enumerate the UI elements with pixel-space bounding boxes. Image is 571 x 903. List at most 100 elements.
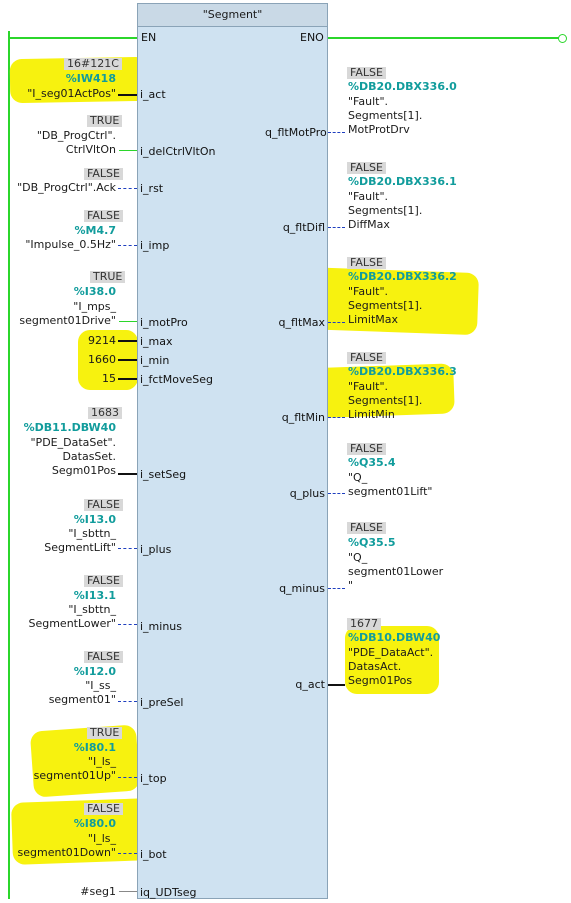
- symbol[interactable]: segment01": [48, 693, 116, 706]
- function-block[interactable]: [137, 3, 328, 899]
- symbol[interactable]: Segments[1].: [348, 204, 423, 217]
- pin-i-min: i_min: [140, 354, 170, 367]
- constant-value[interactable]: 9214: [88, 334, 116, 347]
- address: %I12.0: [73, 665, 116, 678]
- wire: [328, 132, 345, 133]
- address: %I13.1: [73, 589, 116, 602]
- value-badge: 16#121C: [64, 58, 122, 70]
- symbol[interactable]: Segments[1].: [348, 299, 423, 312]
- symbol[interactable]: segment01Lower: [348, 565, 444, 578]
- symbol[interactable]: "DB_ProgCtrl".Ack: [17, 181, 116, 194]
- wire: [118, 378, 137, 380]
- address: %Q35.5: [348, 536, 396, 549]
- symbol[interactable]: "Q_: [348, 551, 368, 564]
- wire: [328, 417, 345, 418]
- symbol[interactable]: "I_ls_: [87, 755, 116, 768]
- symbol[interactable]: LimitMin: [348, 408, 395, 421]
- pin-q-minus: q_minus: [279, 582, 325, 595]
- address: %I80.0: [73, 817, 116, 830]
- wire: [118, 853, 137, 854]
- wire: [118, 94, 137, 96]
- pin-i-plus: i_plus: [140, 543, 172, 556]
- wire: [118, 245, 137, 246]
- symbol[interactable]: DiffMax: [348, 218, 390, 231]
- address: %I38.0: [73, 285, 116, 298]
- symbol[interactable]: CtrlVltOn: [65, 143, 116, 156]
- symbol[interactable]: Segm01Pos: [51, 464, 116, 477]
- wire: [118, 624, 137, 625]
- eno-pin: ENO: [300, 31, 324, 44]
- address: %M4.7: [74, 224, 116, 237]
- pin-q-fltmax: q_fltMax: [278, 316, 325, 329]
- address: %Q35.4: [348, 456, 396, 469]
- address: %DB20.DBX336.0: [348, 80, 457, 93]
- value-badge: FALSE: [84, 499, 123, 511]
- pin-iq-udtseg: iq_UDTseg: [140, 886, 197, 899]
- value-badge: FALSE: [347, 352, 386, 364]
- pin-i-imp: i_imp: [140, 239, 170, 252]
- wire: [118, 548, 137, 549]
- address: %I13.0: [73, 513, 116, 526]
- symbol[interactable]: "PDE_DataAct".: [348, 646, 434, 659]
- value-badge: FALSE: [84, 168, 123, 180]
- symbol[interactable]: segment01Up": [33, 769, 116, 782]
- address: %DB11.DBW40: [23, 421, 116, 434]
- symbol[interactable]: "Fault".: [348, 380, 389, 393]
- value-badge: TRUE: [90, 271, 126, 283]
- pin-i-act: i_act: [140, 88, 166, 101]
- wire: [119, 321, 137, 322]
- wire: [118, 188, 137, 189]
- symbol[interactable]: DatasSet.: [62, 450, 116, 463]
- symbol[interactable]: "I_ss_: [85, 679, 116, 692]
- symbol[interactable]: "Fault".: [348, 95, 389, 108]
- symbol[interactable]: MotProtDrv: [348, 123, 410, 136]
- value-badge: FALSE: [84, 210, 123, 222]
- symbol[interactable]: "I_sbttn_: [68, 527, 116, 540]
- symbol[interactable]: #seg1: [80, 885, 116, 898]
- wire: [118, 777, 137, 778]
- wire: [328, 588, 345, 589]
- pin-i-minus: i_minus: [140, 620, 183, 633]
- symbol[interactable]: "I_mps_: [73, 300, 116, 313]
- symbol[interactable]: "DB_ProgCtrl".: [36, 129, 116, 142]
- pin-q-fltdifl: q_fltDifl: [282, 221, 325, 234]
- pin-i-fctmoveseg: i_fctMoveSeg: [140, 373, 214, 386]
- pin-i-motpro: i_motPro: [140, 316, 188, 329]
- value-badge: FALSE: [84, 651, 123, 663]
- symbol[interactable]: LimitMax: [348, 313, 399, 326]
- symbol[interactable]: ": [348, 579, 354, 592]
- pin-i-top: i_top: [140, 772, 167, 785]
- address: %DB20.DBX336.1: [348, 175, 457, 188]
- symbol[interactable]: Segm01Pos: [348, 674, 413, 687]
- constant-value[interactable]: 15: [102, 372, 116, 385]
- wire: [328, 322, 345, 323]
- value-badge: FALSE: [347, 67, 386, 79]
- constant-value[interactable]: 1660: [88, 353, 116, 366]
- block-title: "Segment": [137, 3, 328, 27]
- pin-i-bot: i_bot: [140, 848, 167, 861]
- symbol[interactable]: "Impulse_0.5Hz": [25, 238, 116, 251]
- symbol[interactable]: segment01Lift": [348, 485, 433, 498]
- symbol[interactable]: Segments[1].: [348, 109, 423, 122]
- symbol[interactable]: Segments[1].: [348, 394, 423, 407]
- wire: [119, 891, 137, 892]
- symbol[interactable]: "I_sbttn_: [68, 603, 116, 616]
- symbol[interactable]: "PDE_DataSet".: [30, 436, 117, 449]
- wire: [119, 150, 137, 151]
- symbol[interactable]: segment01Down": [17, 846, 116, 859]
- symbol[interactable]: SegmentLower": [28, 617, 116, 630]
- pin-q-act: q_act: [295, 678, 325, 691]
- value-badge: FALSE: [347, 162, 386, 174]
- value-badge: TRUE: [87, 115, 123, 127]
- symbol[interactable]: "Q_: [348, 471, 368, 484]
- symbol[interactable]: DatasAct.: [348, 660, 402, 673]
- symbol[interactable]: "Fault".: [348, 190, 389, 203]
- power-rail: [8, 31, 10, 899]
- symbol[interactable]: "I_seg01ActPos": [27, 87, 116, 100]
- wire: [118, 359, 137, 361]
- pin-i-max: i_max: [140, 335, 173, 348]
- symbol[interactable]: "Fault".: [348, 285, 389, 298]
- symbol[interactable]: segment01Drive": [19, 314, 116, 327]
- symbol[interactable]: "I_ls_: [87, 832, 116, 845]
- symbol[interactable]: SegmentLift": [44, 541, 116, 554]
